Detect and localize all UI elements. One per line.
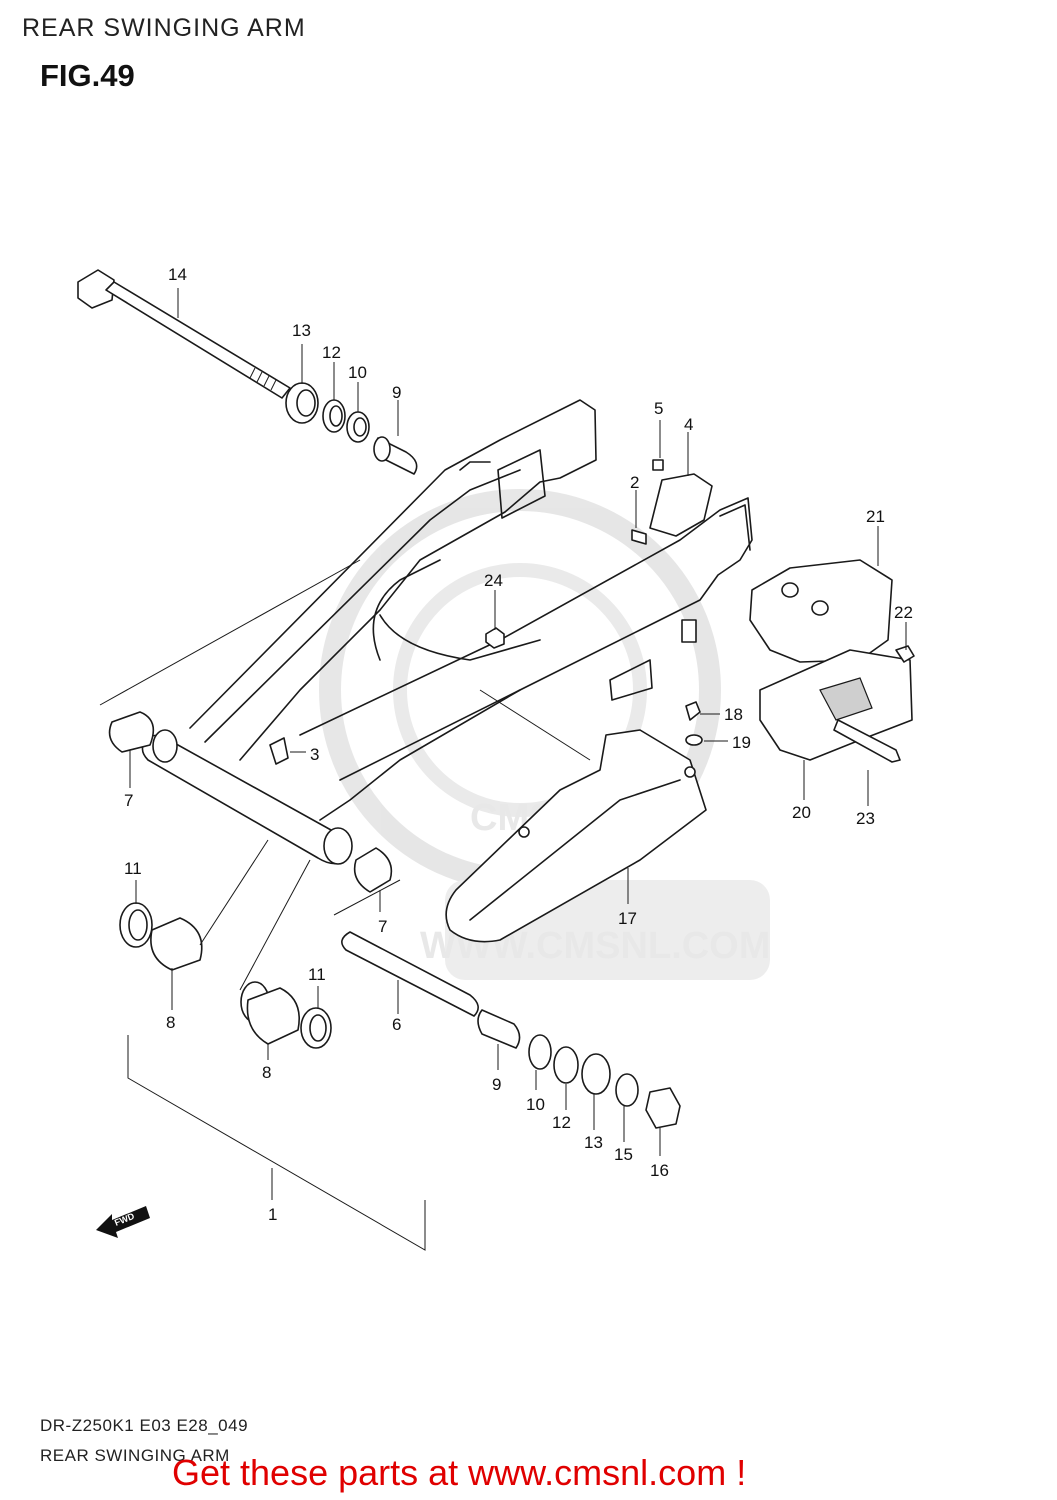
chain-guide-parts-20-23 [685, 559, 915, 763]
callout-22: 22 [894, 603, 913, 622]
callout-8-right: 8 [262, 1063, 271, 1082]
callout-14: 14 [168, 265, 187, 284]
callout-12-bottom: 12 [552, 1113, 571, 1132]
callout-21: 21 [866, 507, 885, 526]
callout-3: 3 [310, 745, 319, 764]
washer-stack-top [285, 382, 418, 475]
footer-title: REAR SWINGING ARM [40, 1446, 230, 1465]
chain-slider-part-17 [445, 729, 707, 943]
callout-4: 4 [684, 415, 693, 434]
bearing-set-lower-left [119, 902, 332, 1049]
callout-12-top: 12 [322, 343, 341, 362]
diagram-code: DR-Z250K1 E03 E28_049 [40, 1416, 249, 1435]
callout-11-left: 11 [124, 859, 142, 878]
callout-24: 24 [484, 571, 503, 590]
collar-part-6 [341, 931, 681, 1129]
page-title: REAR SWINGING ARM [22, 14, 306, 42]
nut-part-24 [485, 627, 505, 649]
leader-lines [127, 288, 907, 1251]
callout-11-right: 11 [308, 965, 326, 984]
callout-7-center: 7 [378, 917, 387, 936]
callout-23: 23 [856, 809, 875, 828]
callout-9-bottom: 9 [492, 1075, 501, 1094]
figure-label: FIG.49 [40, 58, 135, 93]
callout-6: 6 [392, 1015, 401, 1034]
callout-10-bottom: 10 [526, 1095, 545, 1114]
callout-17: 17 [618, 909, 637, 928]
bushing-part-7 [108, 711, 393, 893]
fwd-arrow-icon: FWD [96, 1206, 150, 1238]
callout-19: 19 [732, 733, 751, 752]
callout-10-top: 10 [348, 363, 367, 382]
callout-labels: 1 2 3 4 5 6 7 7 8 8 9 9 10 10 11 11 12 1… [124, 265, 913, 1224]
pivot-bolt-part-14 [77, 269, 291, 399]
callout-9-top: 9 [392, 383, 401, 402]
promo-link[interactable]: Get these parts at www.cmsnl.com ! [172, 1452, 747, 1493]
callout-2: 2 [630, 473, 639, 492]
callout-15: 15 [614, 1145, 633, 1164]
callout-8-left: 8 [166, 1013, 175, 1032]
callout-13-top: 13 [292, 321, 311, 340]
callout-7-left: 7 [124, 791, 133, 810]
callout-13-bottom: 13 [584, 1133, 603, 1152]
callout-1: 1 [268, 1205, 277, 1224]
callout-18: 18 [724, 705, 743, 724]
callout-5: 5 [654, 399, 663, 418]
bracket-parts-2-4-5 [631, 459, 713, 545]
callout-20: 20 [792, 803, 811, 822]
swing-arm-part-1 [99, 399, 753, 865]
callout-16: 16 [650, 1161, 669, 1180]
grease-nipple-part-3 [269, 737, 306, 765]
